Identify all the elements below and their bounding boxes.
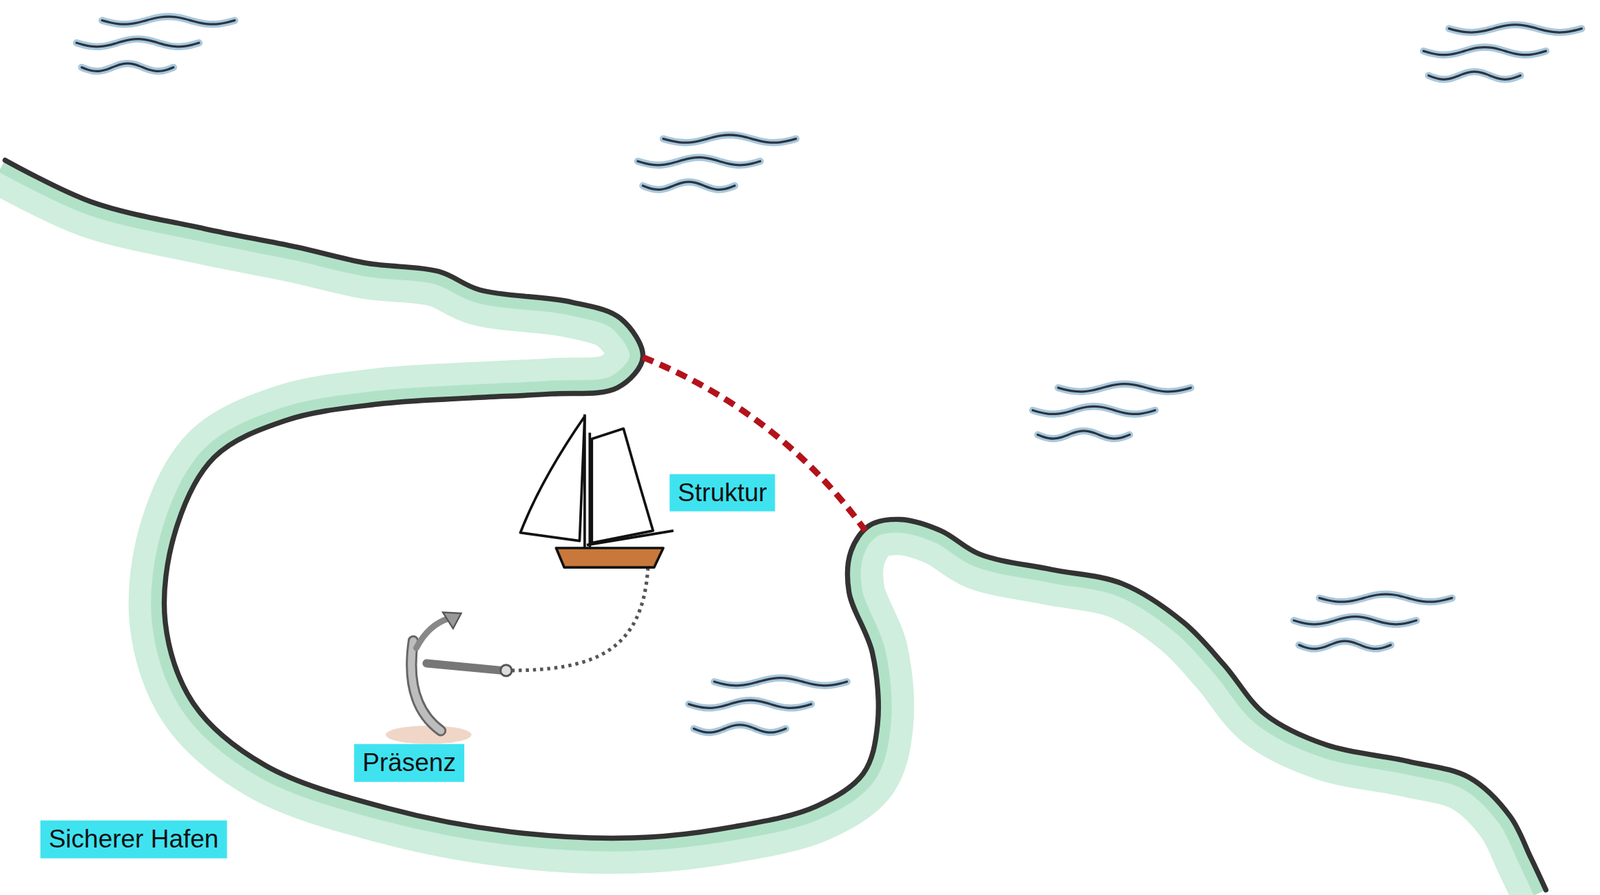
wave-symbol: [637, 134, 797, 190]
map-label: Struktur: [669, 473, 776, 512]
wave-symbol: [688, 678, 848, 733]
wave-symbol: [1423, 24, 1583, 80]
harbor-entrance-line: [642, 357, 866, 532]
map-label: Sicherer Hafen: [40, 821, 228, 859]
sailboat: [520, 414, 674, 568]
wave-symbol: [1032, 384, 1191, 439]
map-label: Präsenz: [354, 744, 465, 783]
coastline: [4, 160, 1546, 891]
anchor-symbol: [385, 612, 512, 744]
anchor-rope: [508, 567, 649, 671]
wave-symbol: [76, 16, 235, 71]
wave-symbol: [1294, 594, 1453, 649]
